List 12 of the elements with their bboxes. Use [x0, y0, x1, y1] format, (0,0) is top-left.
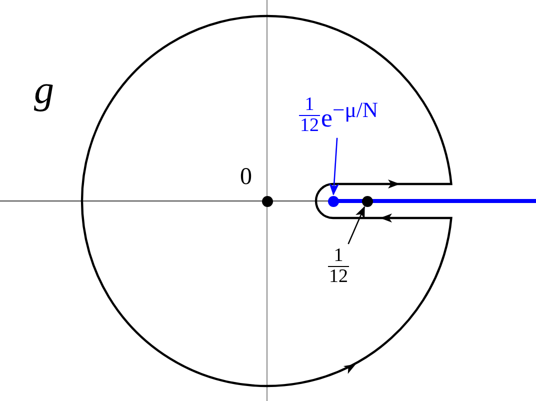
point-marker: [328, 196, 338, 206]
fraction-denominator: 12: [299, 114, 320, 136]
leader-arrow: [348, 206, 365, 244]
function-label: g: [34, 66, 54, 113]
exponential-factor: e$^{−μ/N}$: [321, 98, 378, 134]
point-marker: [262, 196, 272, 206]
leader-arrow: [329, 138, 340, 196]
fraction-numerator: 1: [334, 246, 344, 266]
point-marker: [362, 196, 372, 206]
origin-label: 0: [240, 164, 252, 191]
fraction-denominator: 12: [328, 266, 349, 287]
fraction-numerator: 1: [304, 95, 314, 115]
